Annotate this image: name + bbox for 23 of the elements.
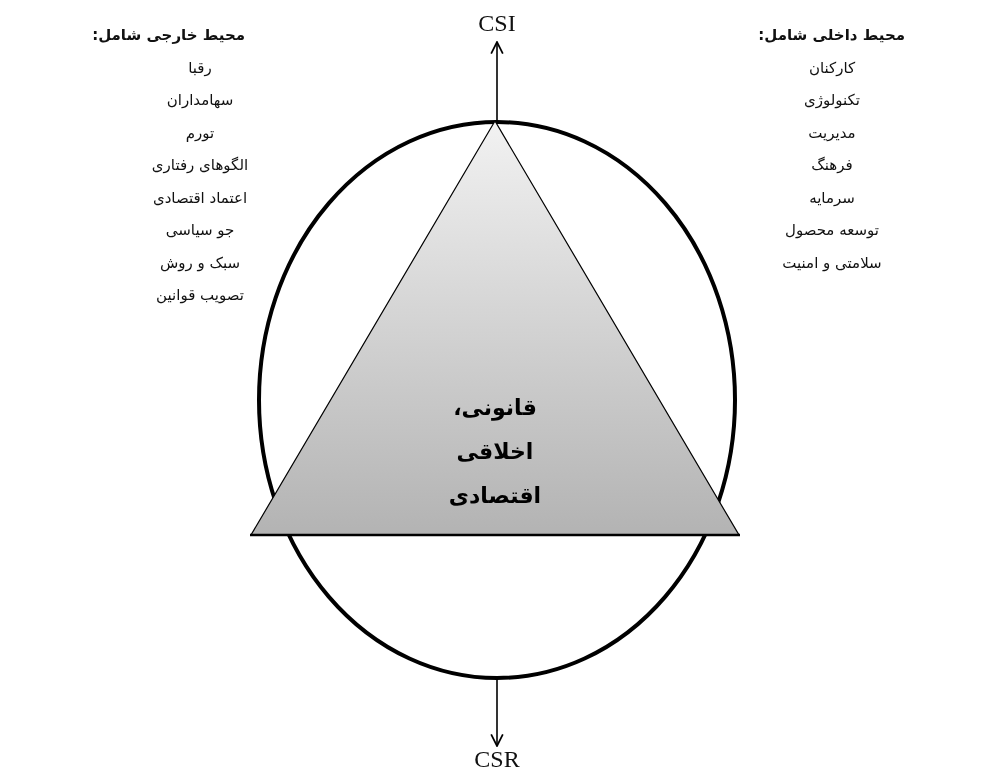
- list-item: سرمایه: [808, 188, 856, 207]
- list-item: سلامتی و امنیت: [781, 253, 883, 272]
- triangle-shape: [250, 120, 740, 536]
- list-heading: محیط خارجی شامل:: [92, 26, 245, 44]
- list-item: سبک و روش: [158, 253, 242, 272]
- list-heading: محیط داخلی شامل:: [758, 26, 905, 44]
- triangle-label: قانونی، اخلاقی اقتصادی: [447, 394, 543, 511]
- axis-label: CSR: [468, 746, 526, 778]
- list-item: سهامداران: [165, 91, 235, 109]
- list-item: رقبا: [187, 58, 213, 77]
- list-item: اعتماد اقتصادی: [151, 188, 249, 207]
- arrow: [490, 679, 504, 747]
- list-item: تکنولوژی: [802, 91, 861, 109]
- arrow: [490, 41, 504, 121]
- list-item: جو سیاسی: [164, 221, 236, 239]
- list-item: تورم: [184, 123, 216, 142]
- list-item: تصویب قوانین: [155, 286, 245, 304]
- list-item: مدیریت: [807, 123, 857, 142]
- list-item: توسعه محصول: [784, 221, 880, 239]
- list-item: فرهنگ: [810, 156, 854, 174]
- axis-label: CSI: [470, 10, 524, 42]
- list-item: الگوهای رفتاری: [150, 156, 250, 174]
- list-item: کارکنان: [807, 58, 857, 77]
